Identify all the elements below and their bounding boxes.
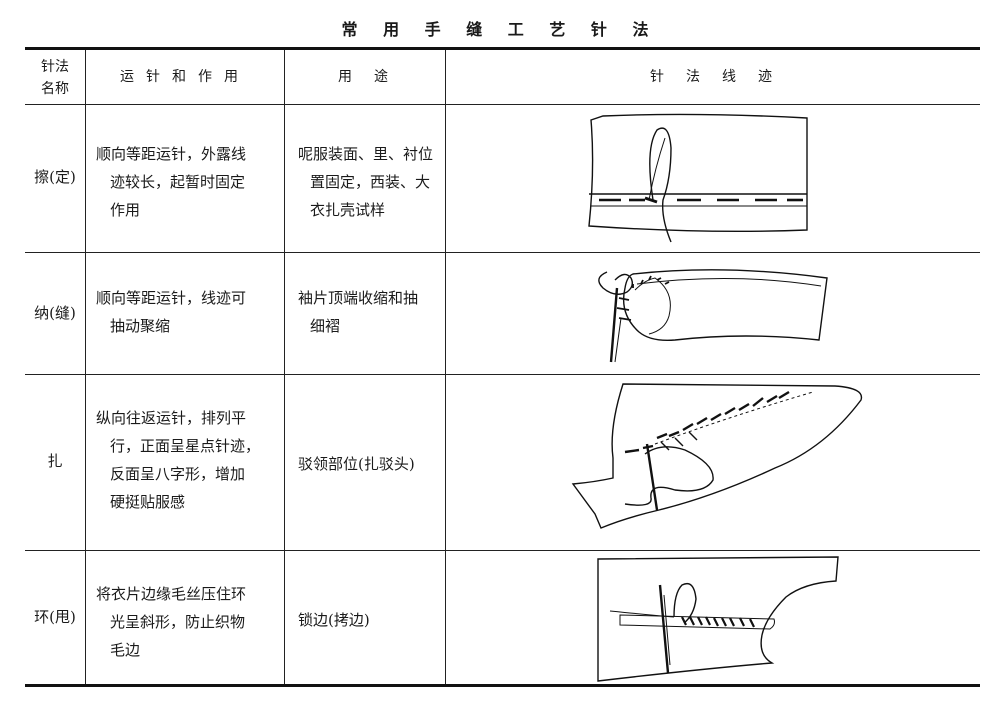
pad-stitch-illustration [571, 383, 863, 529]
header-name: 针法 名称 [26, 56, 84, 100]
stitch-name: 纳(缝) [34, 304, 76, 322]
stitch-action: 顺向等距运针，线迹可 抽动聚缩 [96, 284, 246, 340]
text-line: 硬挺贴服感 [110, 493, 186, 511]
header-divider [25, 104, 980, 105]
stitch-action: 纵向往返运针，排列平 行，正面呈星点针迹， 反面呈八字形，增加 硬挺贴服感 [96, 404, 260, 516]
text-line: 光呈斜形，防止织物 [110, 613, 246, 631]
stitch-usage: 袖片顶端收缩和抽 细褶 [298, 284, 418, 340]
stitch-name: 环(甩) [34, 608, 76, 626]
stitch-name: 擦(定) [34, 168, 76, 186]
header-action: 运针和作用 [120, 69, 250, 85]
text-line: 作用 [110, 201, 141, 219]
column-divider [284, 50, 285, 684]
row-divider [25, 252, 980, 253]
text-line: 驳领部位(扎驳头) [298, 455, 415, 473]
running-stitch-illustration [598, 269, 828, 363]
stitch-usage: 驳领部位(扎驳头) [298, 450, 415, 478]
text-line: 抽动聚缩 [110, 317, 171, 335]
header-name-line: 名称 [41, 81, 69, 97]
column-divider [85, 50, 86, 684]
stitch-action: 将衣片边缘毛丝压住环 光呈斜形，防止织物 毛边 [96, 580, 246, 664]
basting-stitch-illustration [588, 113, 808, 243]
text-line: 袖片顶端收缩和抽 [298, 289, 419, 307]
bottom-rule [25, 684, 980, 687]
text-line: 细褶 [310, 317, 341, 335]
stitch-action: 顺向等距运针，外露线 迹较长，起暂时固定 作用 [96, 140, 246, 224]
column-divider [445, 50, 446, 684]
table-title: 常 用 手 缝 工 艺 针 法 [341, 20, 659, 39]
text-line: 将衣片边缘毛丝压住环 [96, 585, 247, 603]
text-line: 反面呈八字形，增加 [110, 465, 246, 483]
text-line: 呢服装面、里、衬位 [298, 145, 434, 163]
text-line: 迹较长，起暂时固定 [110, 173, 246, 191]
header-name-line: 针法 [41, 59, 69, 75]
stitch-name: 扎 [47, 452, 63, 470]
text-line: 衣扎壳试样 [310, 201, 386, 219]
top-rule [25, 47, 980, 50]
stitch-usage: 锁边(拷边) [298, 606, 370, 634]
header-trace: 针 法 线 迹 [650, 69, 776, 85]
text-line: 纵向往返运针，排列平 [96, 409, 247, 427]
row-divider [25, 550, 980, 551]
header-usage: 用 途 [338, 69, 392, 85]
overcast-stitch-illustration [597, 556, 839, 682]
stitch-usage: 呢服装面、里、衬位 置固定，西装、大 衣扎壳试样 [298, 140, 433, 224]
text-line: 锁边(拷边) [298, 611, 370, 629]
text-line: 顺向等距运针，线迹可 [96, 289, 247, 307]
text-line: 行，正面呈星点针迹， [110, 437, 261, 455]
row-divider [25, 374, 980, 375]
text-line: 置固定，西装、大 [310, 173, 431, 191]
text-line: 毛边 [110, 641, 141, 659]
text-line: 顺向等距运针，外露线 [96, 145, 247, 163]
